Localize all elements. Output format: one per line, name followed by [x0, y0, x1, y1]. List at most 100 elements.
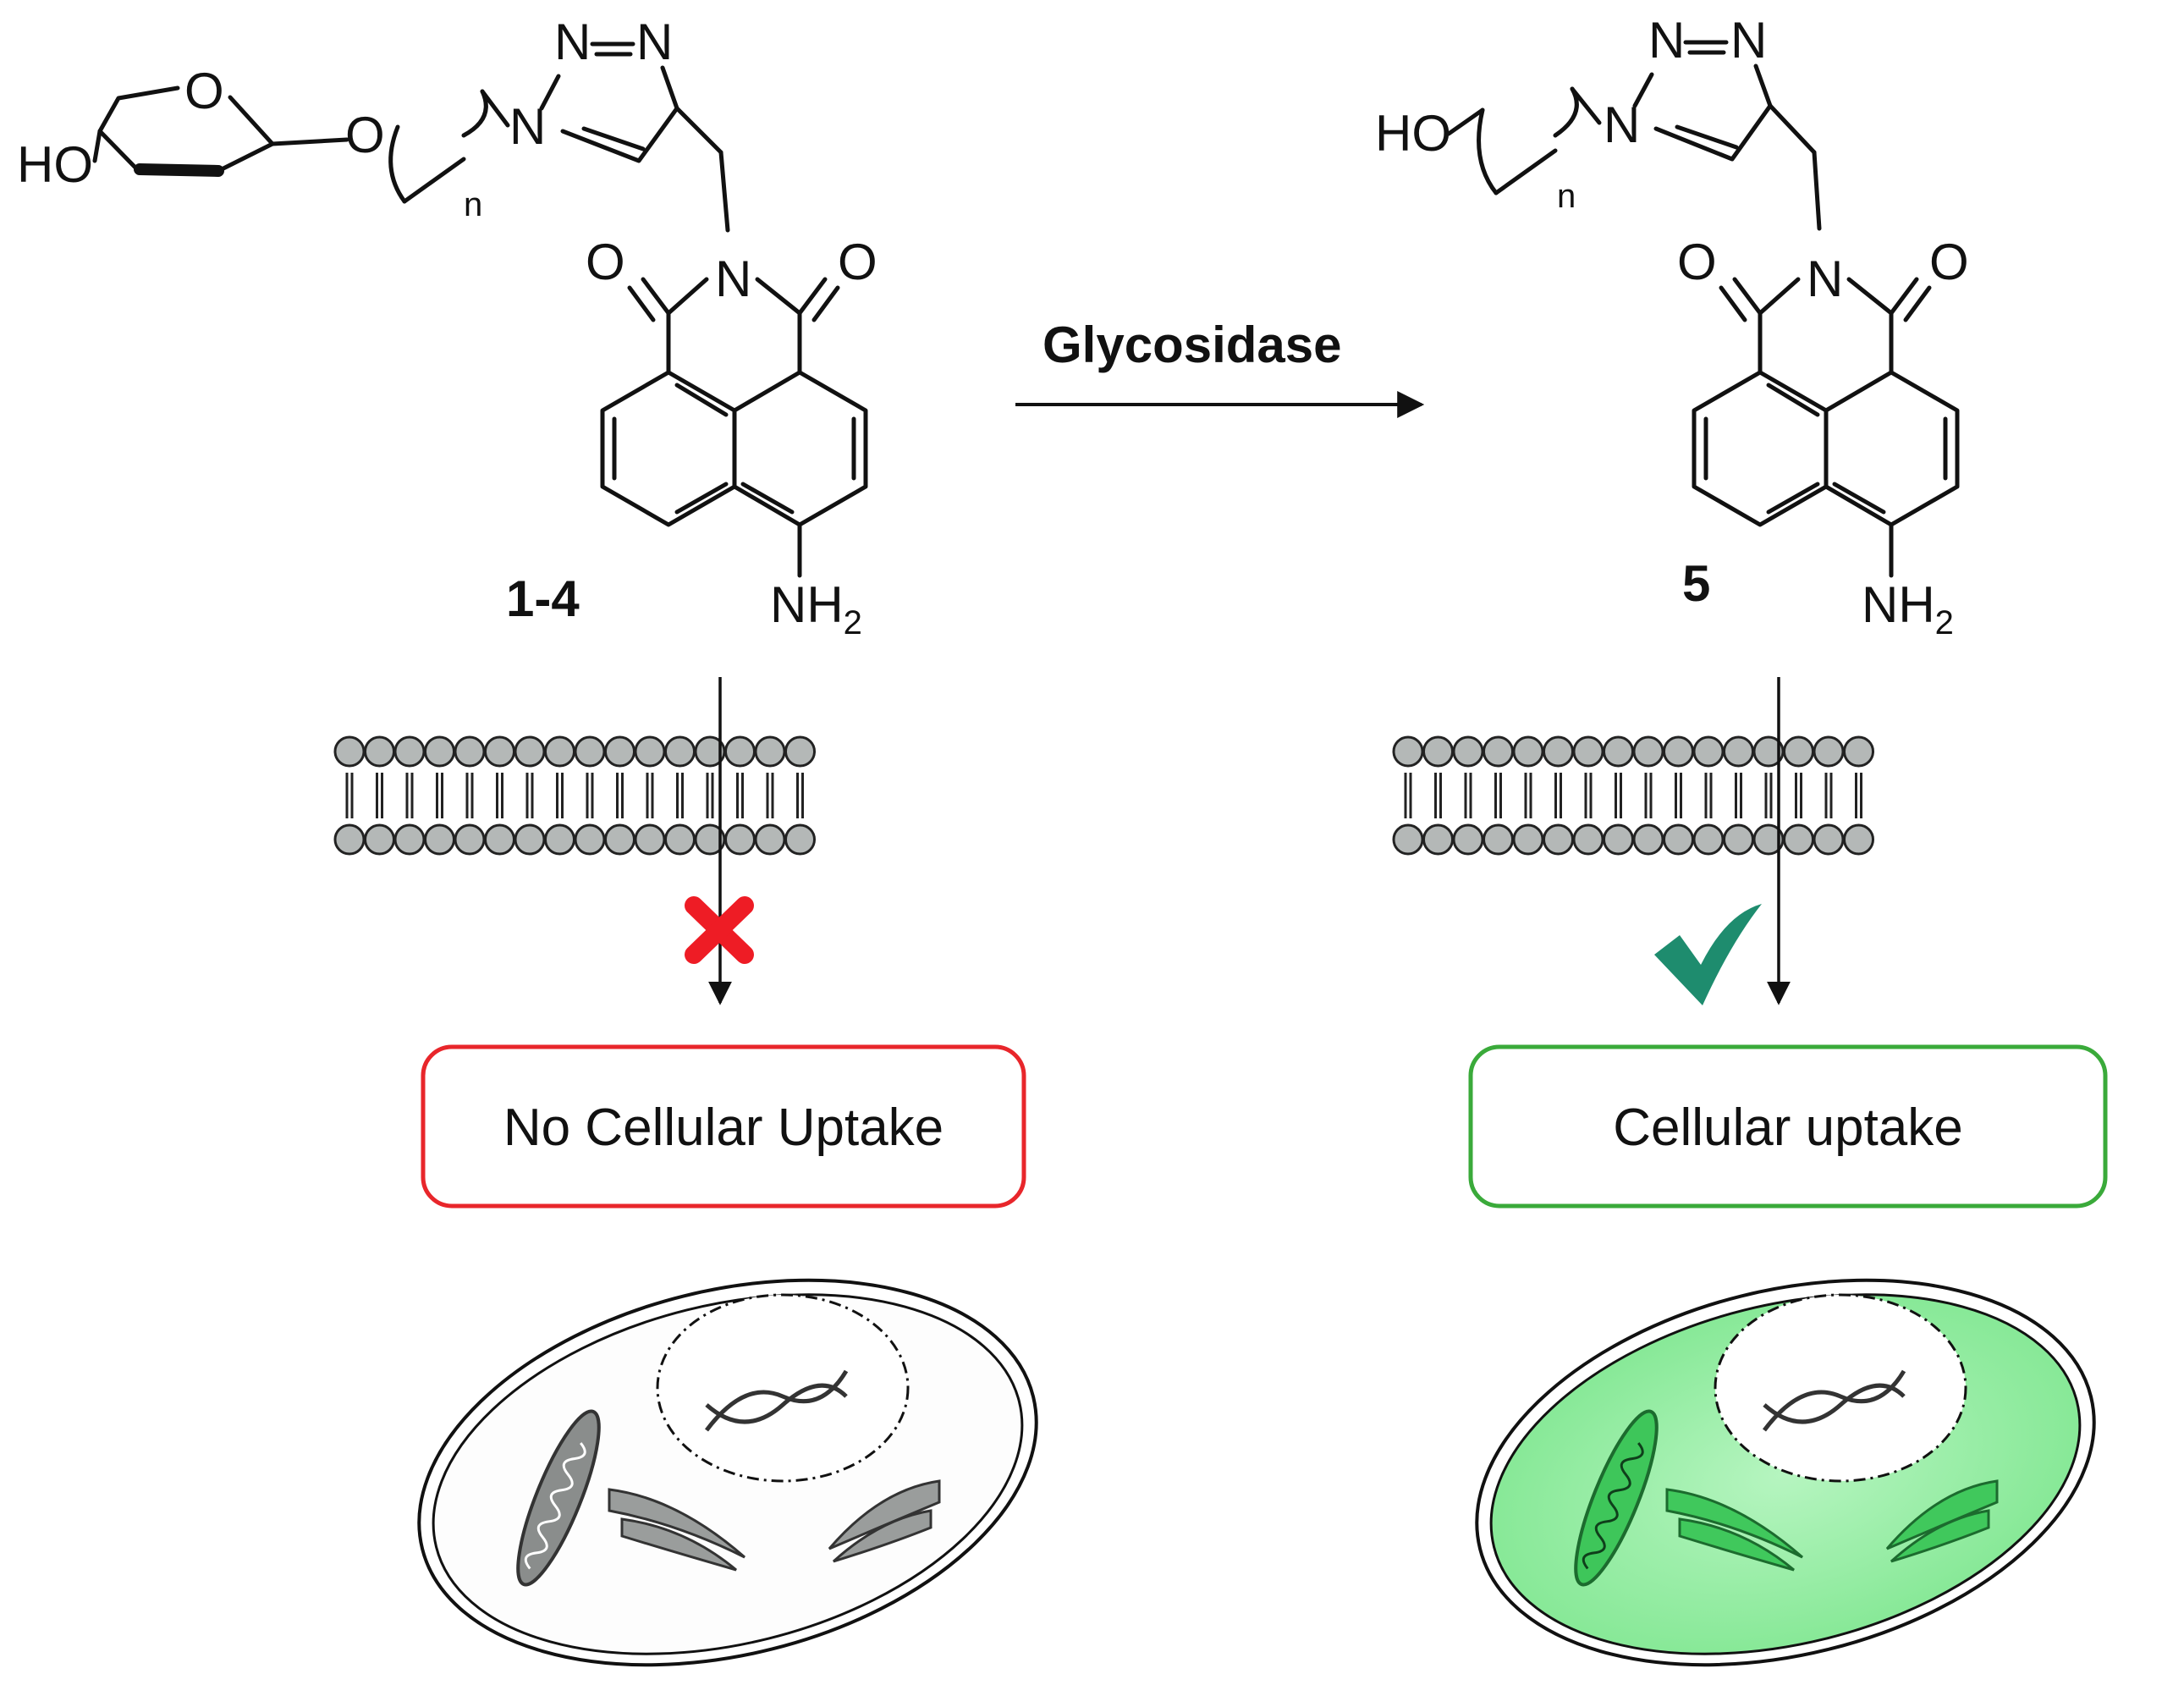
lipid-head	[1422, 735, 1454, 768]
hydroxyl-ho-label: HO	[17, 136, 93, 193]
lipid-head	[1783, 735, 1814, 768]
cell-illustration-left	[417, 1278, 1038, 1667]
lipid-head	[1632, 823, 1664, 856]
nucleus-right	[1714, 1293, 1967, 1483]
lipid-head	[1572, 823, 1604, 856]
lipid-head	[333, 823, 366, 856]
lipid-head	[1572, 735, 1604, 768]
compound-label-left: 1-4	[506, 570, 580, 627]
lipid-head	[754, 823, 786, 856]
sugar-ring	[92, 85, 349, 177]
lipid-head	[724, 735, 756, 768]
lipid-head	[1483, 823, 1514, 856]
cell-illustration-right	[1475, 1278, 2096, 1667]
lipid-head	[1392, 823, 1424, 856]
carbonyl-o2-label-right: O	[1929, 234, 1969, 290]
imide-n-label-right: N	[1807, 251, 1843, 307]
golgi-left	[608, 1479, 941, 1572]
ring-oxygen-label: O	[184, 63, 224, 119]
lipid-head	[1603, 735, 1634, 768]
lipid-bilayer-right	[1392, 735, 1874, 856]
enzyme-label: Glycosidase	[1042, 317, 1342, 373]
result-box-uptake	[1468, 1044, 2108, 1209]
alkyl-chain	[388, 89, 510, 204]
lipid-head	[1783, 823, 1814, 856]
lipid-head	[1692, 823, 1725, 856]
carbonyl-o1-label-right: O	[1677, 234, 1717, 290]
lipid-head	[724, 823, 756, 856]
lipid-head	[393, 735, 426, 768]
result-text-uptake: Cellular uptake	[1613, 1099, 1963, 1157]
lipid-head	[1512, 823, 1544, 856]
lipid-head	[514, 823, 546, 856]
golgi-right	[1665, 1479, 1999, 1572]
triazole-n2-label-right: N	[1648, 12, 1685, 69]
dna-icon-left	[705, 1369, 849, 1432]
hydroxyl-ho-label-right: HO	[1375, 105, 1451, 162]
lipid-head	[1452, 735, 1484, 768]
lipid-head	[1422, 823, 1454, 856]
triazole-n1-label-right: N	[1604, 96, 1640, 153]
lipid-head	[424, 735, 455, 768]
lipid-head	[364, 735, 395, 768]
lipid-head	[1392, 735, 1424, 768]
lipid-head	[634, 735, 666, 768]
repeat-n-label: n	[464, 186, 482, 223]
lipid-head	[1723, 823, 1754, 856]
result-box-no-uptake	[421, 1044, 1026, 1209]
compound-label-right: 5	[1682, 555, 1710, 612]
lipid-head	[1512, 735, 1544, 768]
lipid-head	[454, 735, 486, 768]
linker-oxygen-label: O	[345, 107, 385, 163]
lipid-head	[544, 735, 575, 768]
lipid-head	[1692, 735, 1725, 768]
lipid-head	[784, 823, 816, 856]
lipid-head	[1543, 735, 1574, 768]
lipid-head	[1543, 823, 1574, 856]
lipid-head	[664, 823, 696, 856]
lipid-head	[544, 823, 575, 856]
carbonyl-o1-label: O	[586, 234, 625, 290]
lipid-head	[604, 823, 635, 856]
lipid-head	[1452, 823, 1484, 856]
lipid-head	[1632, 735, 1664, 768]
nucleus-left	[656, 1293, 910, 1483]
lipid-head	[1603, 823, 1634, 856]
lipid-head	[484, 735, 515, 768]
lipid-head	[784, 735, 816, 768]
repeat-n-label-right: n	[1557, 178, 1576, 215]
lipid-head	[604, 735, 635, 768]
triazole-n1-label: N	[509, 98, 546, 155]
result-text-no-uptake: No Cellular Uptake	[503, 1099, 943, 1157]
lipid-head	[514, 735, 546, 768]
lipid-head	[454, 823, 486, 856]
lipid-head	[754, 735, 786, 768]
lipid-head	[1843, 823, 1874, 856]
triazole-ring	[539, 41, 730, 233]
lipid-head	[364, 823, 395, 856]
lipid-head	[484, 823, 515, 856]
lipid-head	[1813, 823, 1845, 856]
lipid-head	[1663, 735, 1694, 768]
checkmark-icon	[1654, 904, 1762, 1005]
released-fluorophore-structure: HO n N N N	[1375, 12, 1969, 642]
lipid-head	[634, 823, 666, 856]
dna-icon-right	[1763, 1369, 1906, 1432]
lipid-head	[333, 735, 366, 768]
triazole-n3-label-right: N	[1730, 12, 1767, 69]
lipid-head	[393, 823, 426, 856]
lipid-head	[664, 735, 696, 768]
mitochondrion-left	[516, 1409, 601, 1587]
lipid-bilayer-left	[333, 735, 816, 856]
triazole-n2-label: N	[554, 14, 591, 70]
alkyl-chain-right	[1446, 86, 1602, 195]
lipid-head	[424, 823, 455, 856]
glycoside-probe-structure: HO O O n N N N	[17, 14, 877, 642]
amine-label: NH2	[770, 576, 862, 642]
naphthalimide-core	[600, 277, 868, 578]
imide-n-label: N	[715, 251, 751, 307]
lipid-head	[1483, 735, 1514, 768]
lipid-head	[574, 735, 606, 768]
carbonyl-o2-label: O	[838, 234, 877, 290]
